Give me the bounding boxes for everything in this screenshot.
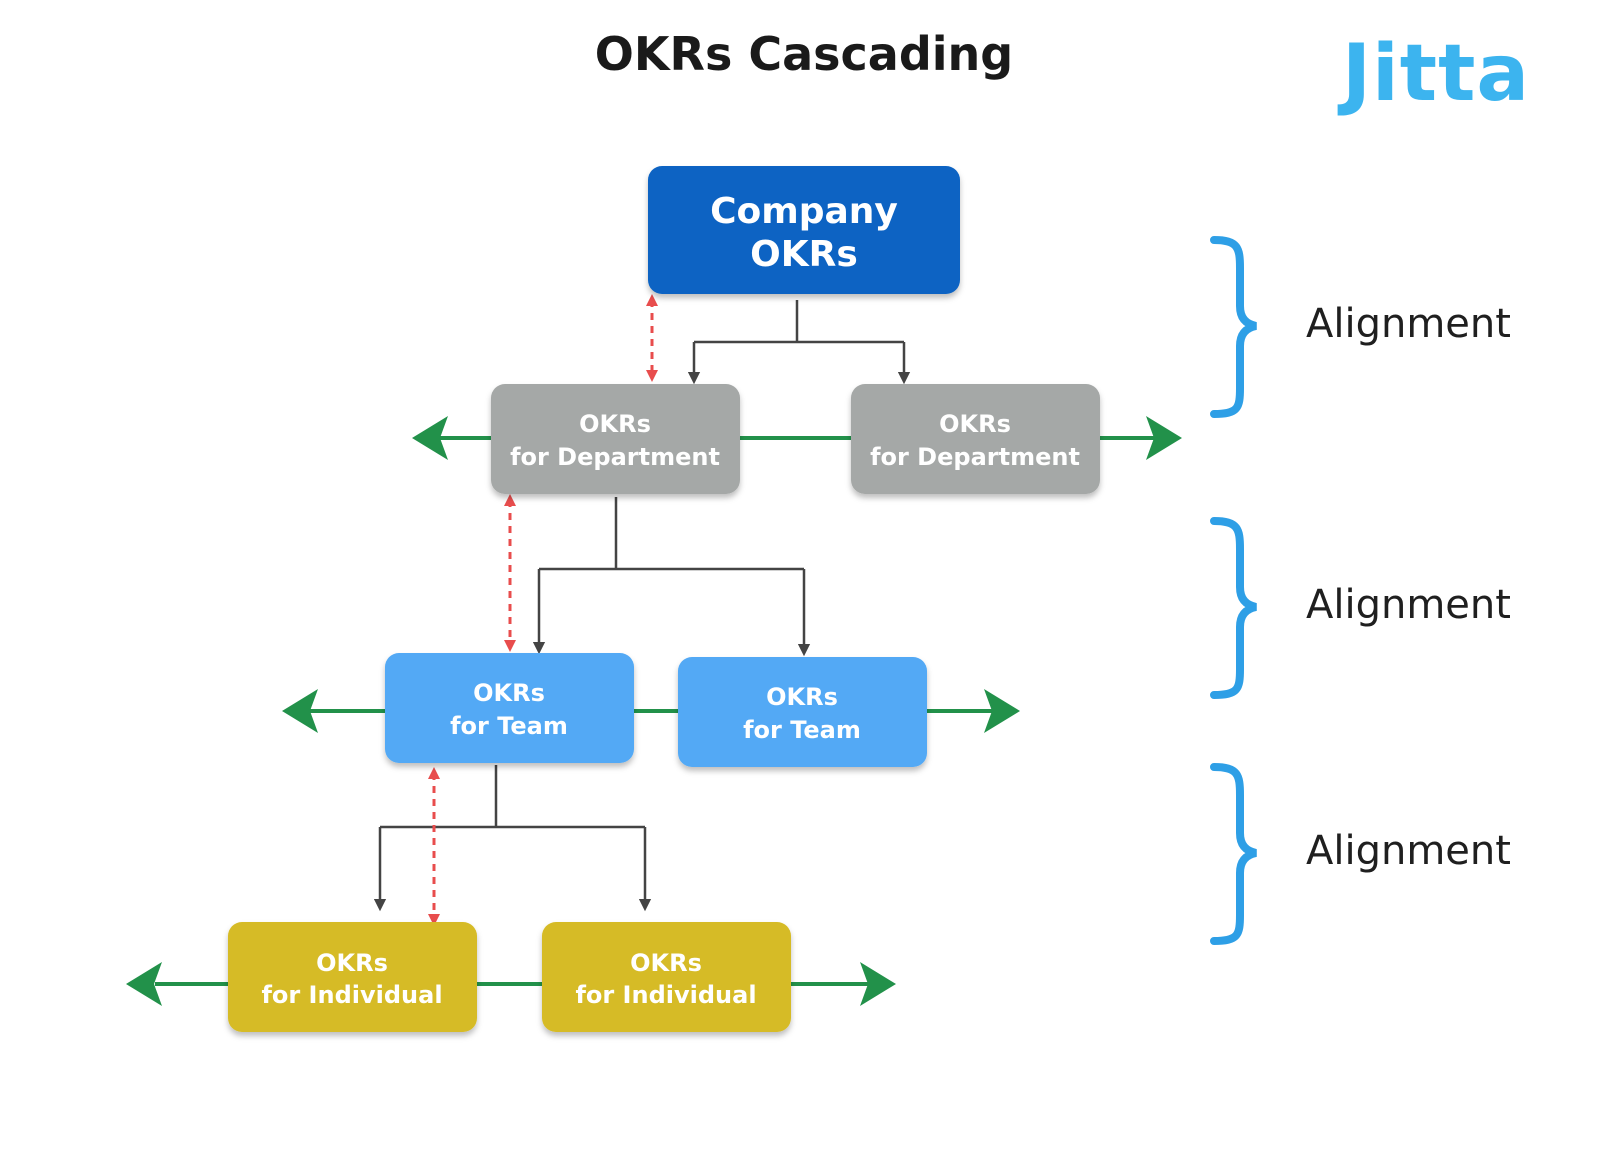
individual-right-line1: OKRs (630, 949, 702, 977)
team-left-line2: for Team (450, 712, 568, 740)
department-right-line1: OKRs (939, 410, 1011, 438)
department-right-line2: for Department (870, 443, 1080, 471)
page-title: OKRs Cascading (595, 27, 1013, 81)
individual-okrs-box-left: OKRs for Individual (228, 922, 477, 1032)
alignment-label: Alignment (1306, 582, 1511, 628)
green-arrow-left-icon (282, 689, 318, 733)
alignment-brace-1: Alignment (1210, 236, 1511, 418)
individual-left-line1: OKRs (316, 949, 388, 977)
green-arrow-left-icon (126, 962, 162, 1006)
team-okrs-box-left: OKRs for Team (385, 653, 634, 763)
team-right-line1: OKRs (766, 683, 838, 711)
alignment-label: Alignment (1306, 301, 1511, 347)
alignment-brace-2: Alignment (1210, 517, 1511, 699)
horizontal-collaboration-arrows (126, 416, 1182, 1006)
company-okrs-box: Company OKRs (648, 166, 960, 294)
alignment-brace-3: Alignment (1210, 763, 1511, 945)
company-box-line2: OKRs (750, 234, 858, 275)
hierarchy-connectors (373, 300, 911, 912)
individual-left-line2: for Individual (261, 981, 442, 1009)
jitta-logo: Jitta (1337, 29, 1530, 119)
department-left-line2: for Department (510, 443, 720, 471)
company-box-line1: Company (710, 191, 898, 232)
department-left-line1: OKRs (579, 410, 651, 438)
individual-right-line2: for Individual (575, 981, 756, 1009)
green-arrow-right-icon (860, 962, 896, 1006)
curly-brace-icon (1210, 236, 1257, 418)
individual-okrs-box-right: OKRs for Individual (542, 922, 791, 1032)
green-arrow-left-icon (412, 416, 448, 460)
green-arrow-right-icon (984, 689, 1020, 733)
alignment-label: Alignment (1306, 828, 1511, 874)
team-right-line2: for Team (743, 716, 861, 744)
department-okrs-box-right: OKRs for Department (851, 384, 1100, 494)
green-arrow-right-icon (1146, 416, 1182, 460)
vertical-alignment-arrows (428, 294, 658, 926)
curly-brace-icon (1210, 517, 1257, 699)
department-okrs-box-left: OKRs for Department (491, 384, 740, 494)
team-okrs-box-right: OKRs for Team (678, 657, 927, 767)
curly-brace-icon (1210, 763, 1257, 945)
team-left-line1: OKRs (473, 679, 545, 707)
